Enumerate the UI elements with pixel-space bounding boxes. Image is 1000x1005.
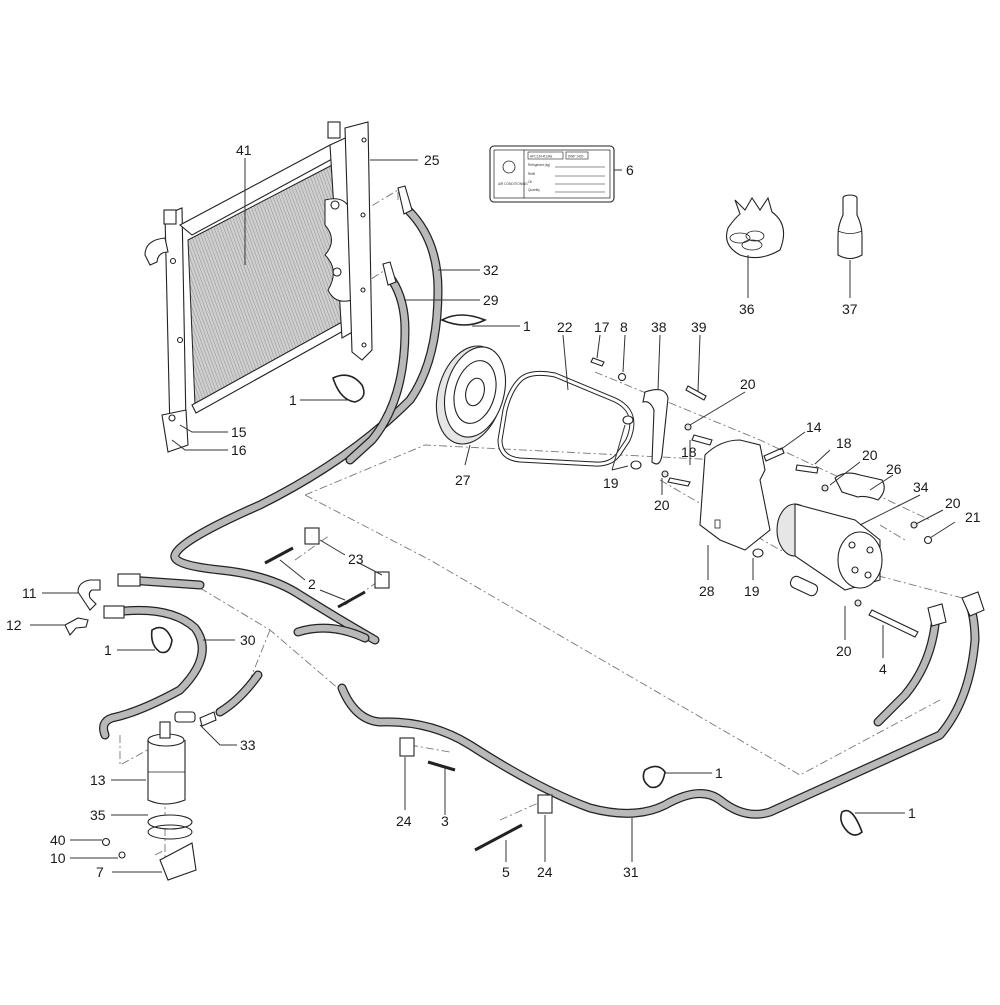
callout-8: 8 [620,319,628,335]
hose-32 [170,185,443,645]
callout-22: 22 [557,319,573,335]
callout-19: 19 [744,583,760,599]
callout-1: 1 [715,765,723,781]
hose-31 [337,591,985,819]
callout-4: 4 [879,661,887,677]
spacer-19-lower [752,548,764,558]
decal-caption: AIR CONDITIONING [498,182,528,186]
callout-24: 24 [537,864,553,880]
callout-20: 20 [654,497,670,513]
leader-lines [30,158,956,873]
cable-ties [150,314,863,836]
decal-refrigerant: HFC134-R134a [530,155,553,159]
drive-belt [497,370,635,467]
callout-16: 16 [231,442,247,458]
oil-bottle [837,194,863,260]
callout-34: 34 [913,479,929,495]
callout-24: 24 [396,813,412,829]
decal-row: Oil [528,180,532,184]
drier-bracket [159,842,197,881]
callout-40: 40 [50,832,66,848]
fitting-11 [77,579,101,611]
callout-labels: 41 25 6 32 29 1 1 15 16 36 37 22 17 8 38… [6,142,981,880]
callout-20: 20 [740,376,756,392]
callout-18: 18 [681,444,697,460]
decal-code: DWP 1430 [568,155,584,159]
callout-3: 3 [441,813,449,829]
callout-29: 29 [483,292,499,308]
callout-28: 28 [699,583,715,599]
callout-7: 7 [96,864,104,880]
callout-35: 35 [90,807,106,823]
tension-arm [622,389,669,470]
hose-29 [345,261,410,465]
decal-row: Quantity [528,188,540,192]
callout-31: 31 [623,864,639,880]
hardware-bag [725,196,785,259]
callout-18: 18 [836,435,852,451]
callout-23: 23 [348,551,364,567]
callout-11: 11 [22,585,37,601]
callout-20: 20 [836,643,852,659]
callout-33: 33 [240,737,256,753]
pulley [435,345,506,445]
callout-12: 12 [6,617,22,633]
condenser [144,121,362,453]
callout-19: 19 [603,475,619,491]
condenser-bracket [344,121,373,361]
bracket-26 [834,472,885,501]
callout-13: 13 [90,772,106,788]
snowflake-icon [502,160,516,174]
screw-40-washer-10 [101,837,126,859]
callout-1: 1 [104,642,112,658]
callout-25: 25 [424,152,440,168]
callout-27: 27 [455,472,471,488]
callout-2: 2 [308,576,316,592]
ac-decal: HFC134-R134a DWP 1430 AIR CONDITIONING R… [489,145,615,203]
callout-20: 20 [945,495,961,511]
callout-32: 32 [483,262,499,278]
pressure-switch [174,711,217,727]
callout-37: 37 [842,301,858,317]
studs [264,546,523,852]
callout-10: 10 [50,850,66,866]
callout-41: 41 [236,142,252,158]
callout-39: 39 [691,319,707,335]
fitting-12 [64,617,89,636]
compressor-bracket [699,439,771,551]
receiver-drier [147,721,186,805]
hose-30 [99,573,207,740]
drier-clamp [147,814,193,840]
hose-33-section [215,623,370,717]
callout-5: 5 [502,864,510,880]
decal-row: Refill [528,172,535,176]
callout-38: 38 [651,319,667,335]
callout-15: 15 [231,424,247,440]
compressor [776,503,883,597]
callout-6: 6 [626,162,634,178]
decal-row: Refrigerant (kg) [528,163,550,167]
fasteners-upper [590,357,933,638]
callout-17: 17 [594,319,610,335]
callout-30: 30 [240,632,256,648]
callout-21: 21 [965,509,981,525]
callout-36: 36 [739,301,755,317]
callout-1: 1 [523,318,531,334]
callout-1: 1 [908,805,916,821]
callout-20: 20 [862,447,878,463]
callout-1: 1 [289,392,297,408]
callout-14: 14 [806,419,822,435]
callout-26: 26 [886,461,902,477]
hose-compressor-discharge [873,603,947,727]
clamp-blocks [304,527,553,814]
